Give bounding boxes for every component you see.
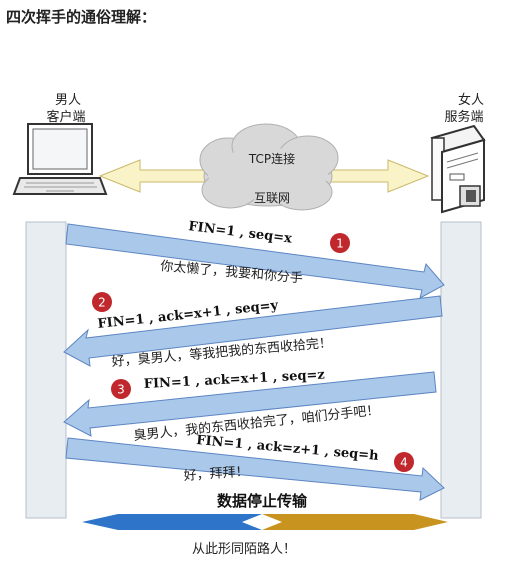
server-label-line2: 服务端 — [444, 109, 483, 125]
step1-badge — [330, 233, 350, 253]
client-label-line1: 男人 — [55, 93, 81, 108]
step4-badge — [394, 452, 414, 472]
server-timeline — [440, 221, 482, 519]
internet-cloud-icon — [199, 123, 339, 211]
step1-arrow — [65, 223, 445, 299]
end-caption: 从此形同陌路人！ — [192, 541, 296, 557]
end-band-left — [82, 514, 262, 530]
step2-number: 2 — [98, 296, 106, 310]
server-label-line1: 女人 — [458, 92, 484, 108]
step1-number: 1 — [336, 237, 344, 251]
step2-arrow — [63, 295, 443, 367]
step2-badge — [92, 292, 112, 312]
end-title: 数据停止传输 — [217, 492, 308, 510]
step4-number: 4 — [400, 456, 408, 470]
end-band-right — [262, 514, 448, 530]
server-icon — [430, 124, 486, 214]
step3-arrow — [63, 371, 437, 437]
page-heading: 四次挥手的通俗理解： — [6, 8, 157, 26]
cloud-label-top: TCP连接 — [248, 151, 295, 166]
client-timeline — [25, 221, 67, 519]
client-label-line2: 客户端 — [46, 109, 85, 125]
step4-arrow — [65, 437, 445, 501]
step4-dialogue: 好，拜拜！ — [183, 464, 249, 483]
step3-number: 3 — [117, 383, 125, 397]
cloud-label-bottom: 互联网 — [254, 191, 290, 205]
laptop-icon — [12, 123, 108, 195]
step3-badge — [111, 379, 131, 399]
